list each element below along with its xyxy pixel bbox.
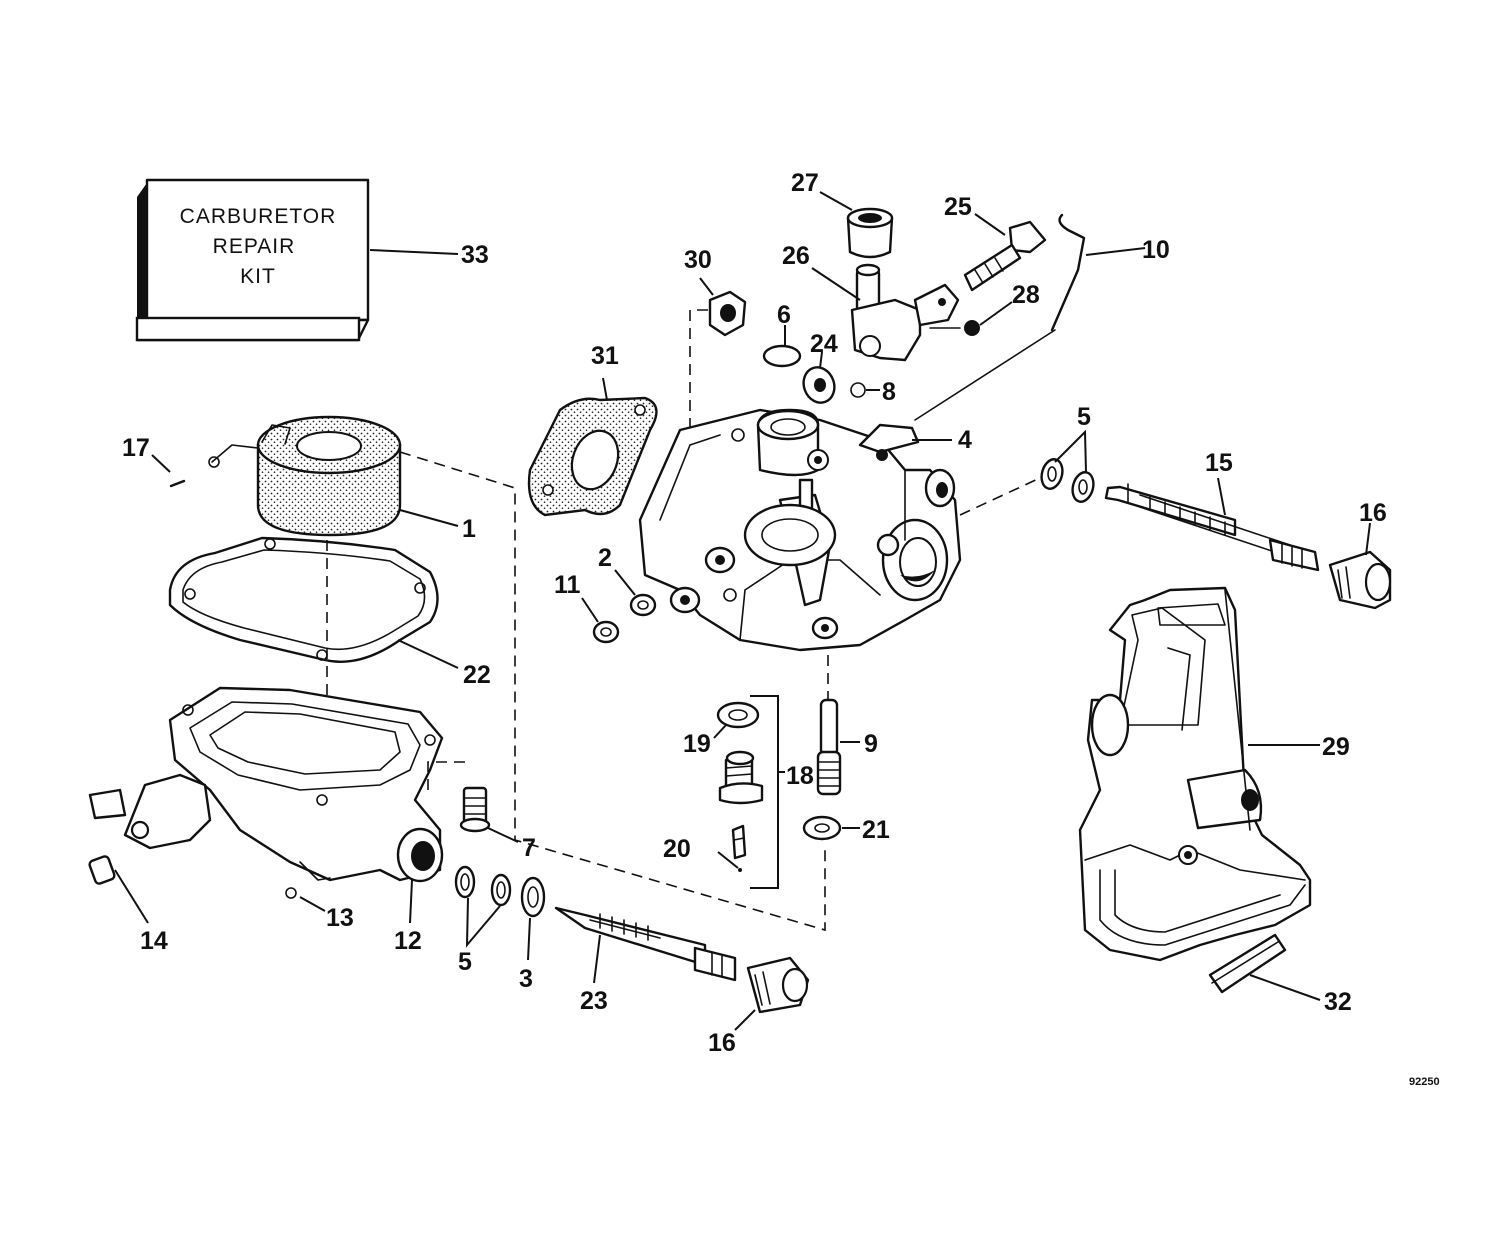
flange-gasket (527, 377, 658, 517)
repair-kit-box: CARBURETOR REPAIR KIT (135, 178, 459, 342)
callout-15: 15 (1205, 449, 1233, 477)
ball (850, 382, 880, 398)
callout-2: 2 (598, 544, 612, 572)
callout-10: 10 (1142, 236, 1170, 264)
plug-bottom (734, 956, 810, 1031)
manifold-gasket-strip (1208, 933, 1321, 1001)
callout-16a: 16 (708, 1029, 736, 1057)
callout-1: 1 (462, 515, 476, 543)
callout-23: 23 (580, 987, 608, 1015)
kit-label-line-1: CARBURETOR (180, 205, 337, 228)
mixture-needle (554, 906, 737, 984)
float (208, 415, 459, 537)
callout-17: 17 (122, 434, 150, 462)
callout-21: 21 (862, 816, 890, 844)
o-rings-right (959, 429, 1095, 516)
callout-14: 14 (140, 927, 168, 955)
check-ball (285, 887, 326, 912)
callout-5b: 5 (1077, 403, 1091, 431)
float-bowl (88, 686, 444, 924)
cap (819, 191, 894, 259)
callout-30: 30 (684, 246, 712, 274)
callout-26: 26 (782, 242, 810, 270)
gasket-19 (713, 701, 760, 739)
washer-2 (614, 569, 657, 617)
part-callouts: 1 2 3 4 5 5 6 7 8 9 10 11 12 13 14 15 16… (122, 169, 1387, 1057)
callout-32: 32 (1324, 988, 1352, 1016)
callout-19: 19 (683, 730, 711, 758)
callout-24: 24 (810, 330, 838, 358)
lockwasher-11 (581, 597, 620, 644)
callout-18: 18 (786, 762, 814, 790)
plug-right (1328, 522, 1392, 610)
callout-11: 11 (554, 571, 581, 599)
screw-25 (963, 213, 1047, 292)
callout-31: 31 (591, 342, 619, 370)
inlet-valve-seat (718, 695, 785, 889)
callout-9: 9 (864, 730, 878, 758)
nozzle-gasket (802, 351, 836, 404)
choke-valve (811, 263, 960, 362)
callout-7: 7 (522, 834, 536, 862)
gasket-21 (802, 815, 860, 841)
callout-33: 33 (461, 241, 489, 269)
float-valve-needle (816, 698, 860, 796)
kit-label-line-2: REPAIR (213, 235, 296, 258)
callout-5a: 5 (458, 948, 472, 976)
callout-25: 25 (944, 193, 972, 221)
screw-28 (929, 301, 1013, 336)
inlet-needle (717, 824, 747, 872)
callout-27: 27 (791, 169, 819, 197)
callout-13: 13 (326, 904, 354, 932)
float-pin (151, 454, 186, 488)
high-speed-needle (1104, 477, 1320, 572)
callout-22: 22 (463, 661, 491, 689)
callout-28: 28 (1012, 281, 1040, 309)
drawing-reference-number: 92250 (1409, 1076, 1440, 1088)
callout-29: 29 (1322, 733, 1350, 761)
callout-20: 20 (663, 835, 691, 863)
float-bowl-gasket (168, 536, 459, 669)
welch-plug (762, 325, 802, 368)
kit-label-line-3: KIT (240, 265, 276, 288)
callout-12: 12 (394, 927, 422, 955)
fuel-inlet-fitting (88, 855, 149, 924)
callout-16b: 16 (1359, 499, 1387, 527)
callout-4: 4 (958, 426, 972, 454)
callout-8: 8 (882, 378, 896, 406)
choke-rod (914, 213, 1146, 421)
callout-3: 3 (519, 965, 533, 993)
carburetor-body (638, 408, 962, 652)
intake-manifold (1078, 586, 1320, 962)
bowl-screw (427, 761, 519, 843)
washer (520, 876, 546, 961)
o-rings-left (454, 865, 512, 948)
callout-6: 6 (777, 301, 791, 329)
